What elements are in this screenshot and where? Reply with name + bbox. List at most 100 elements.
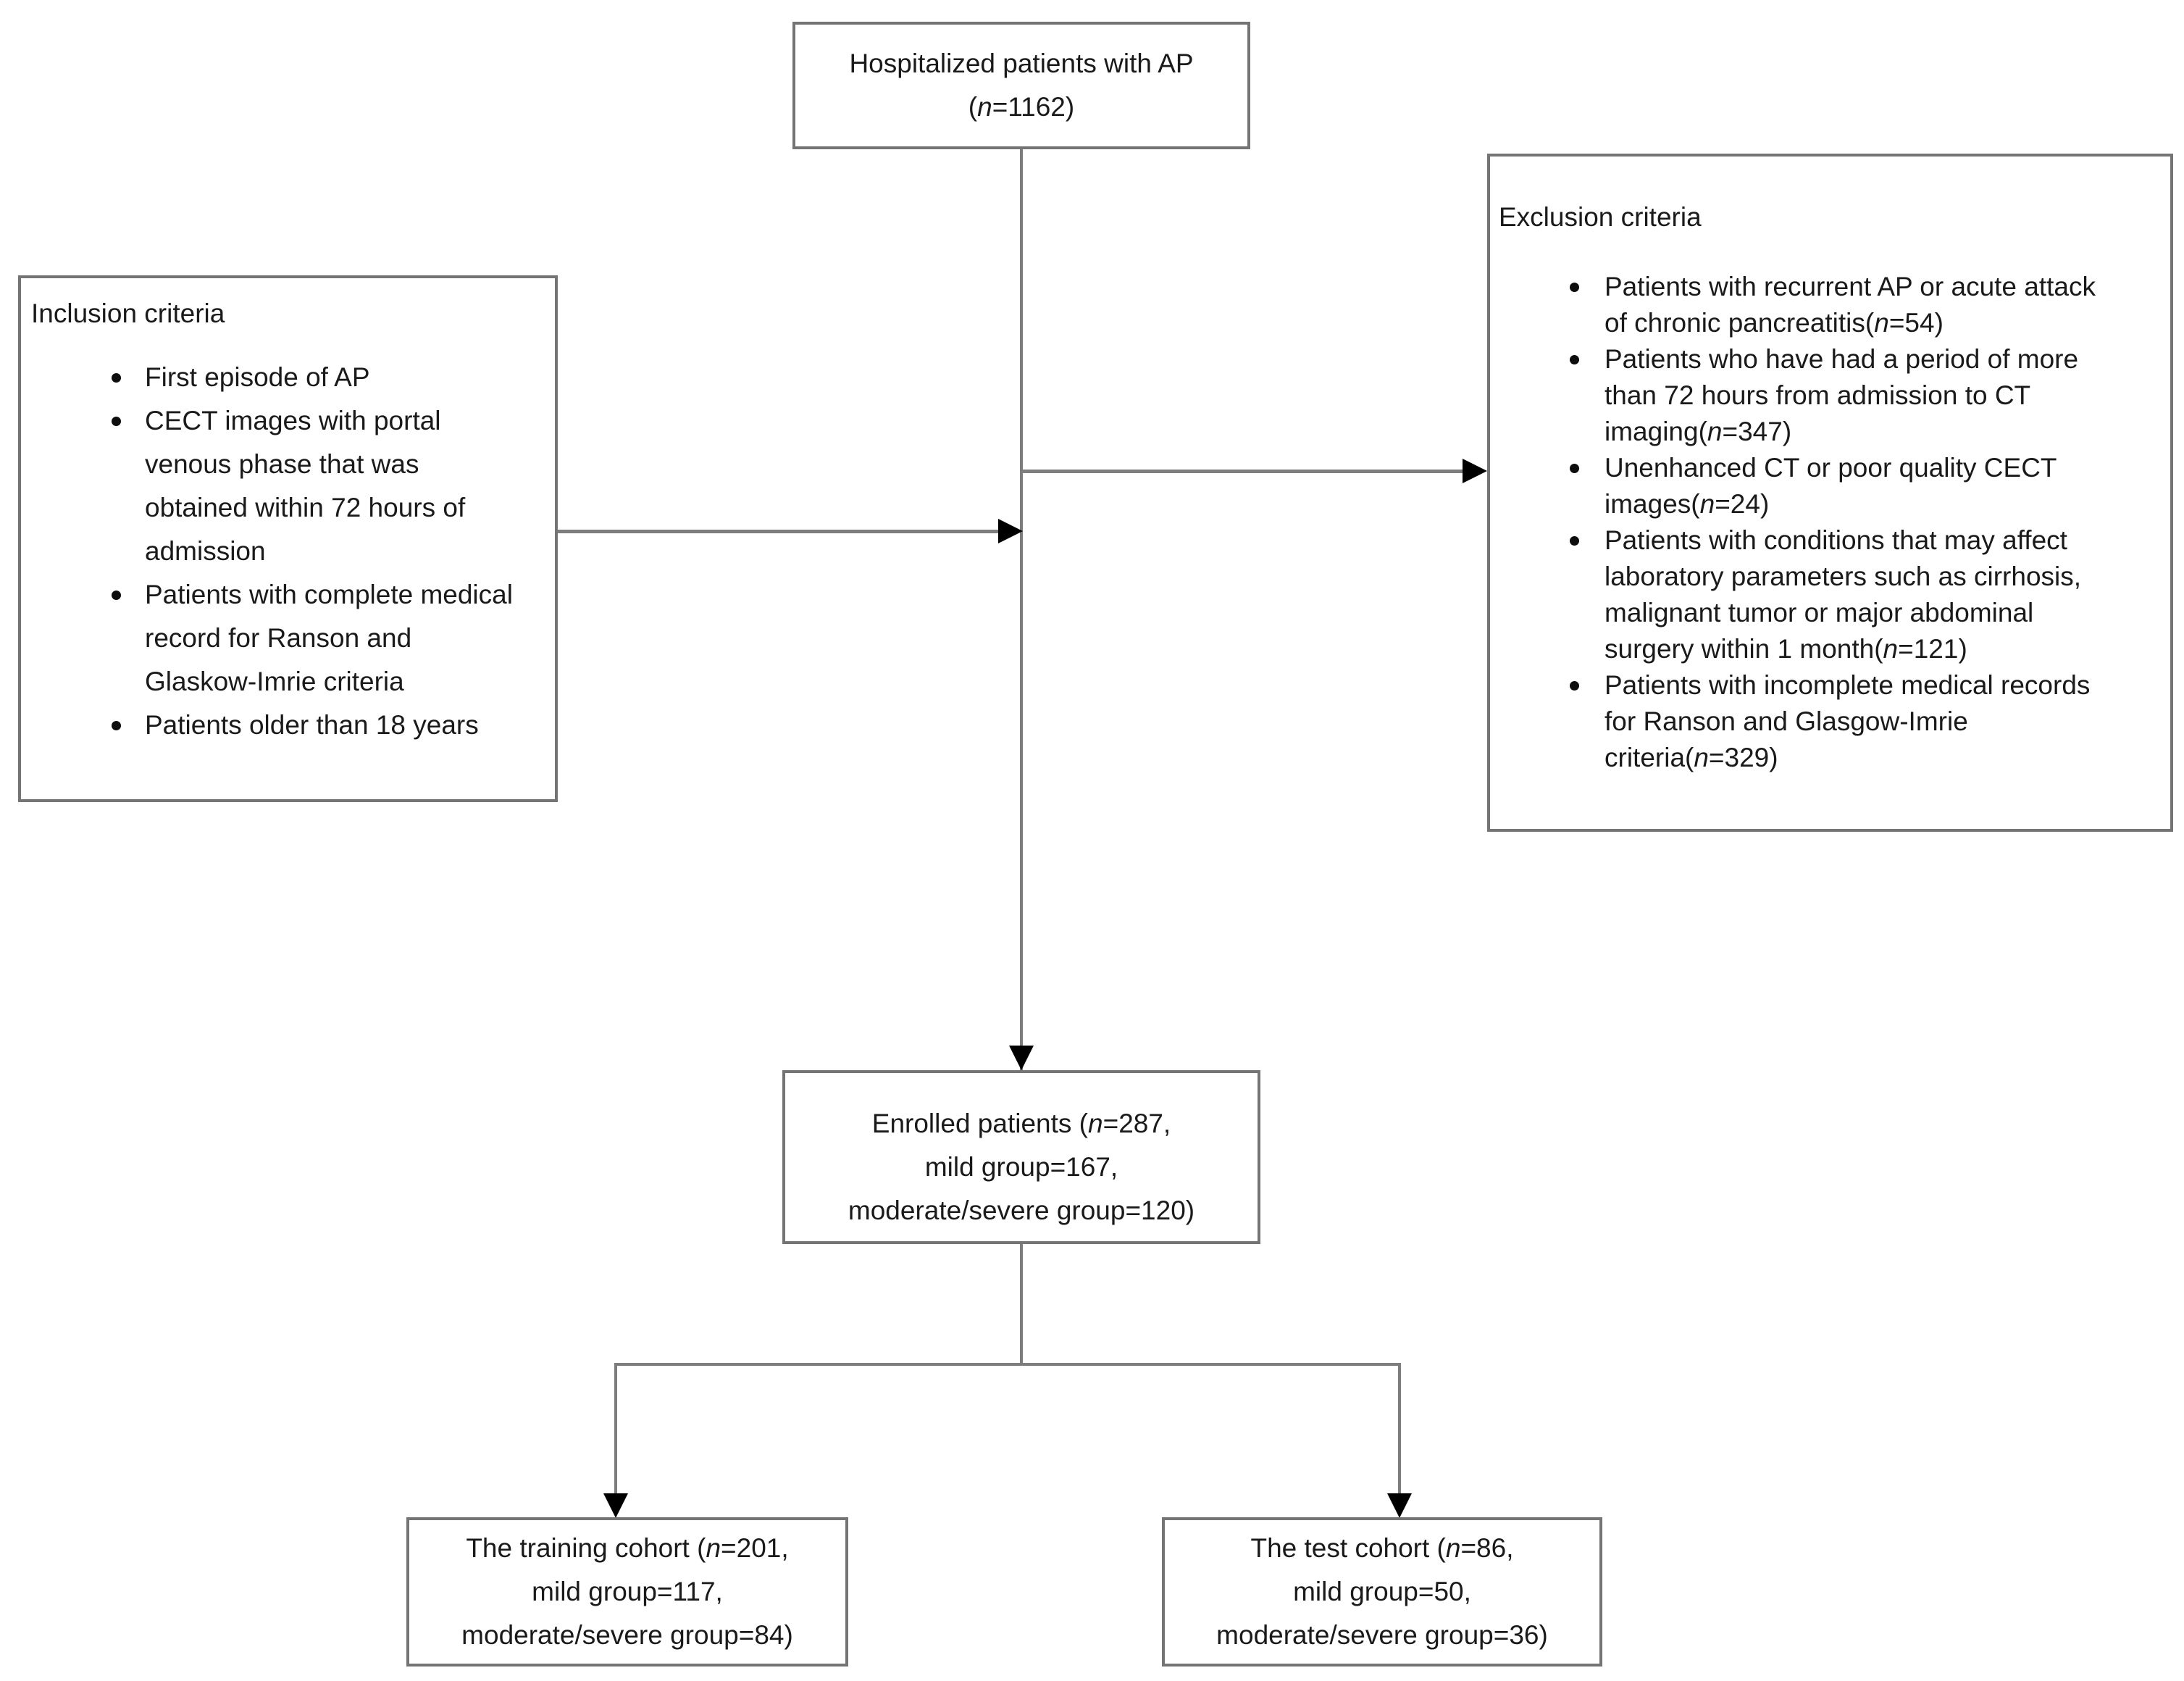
text-run: Patients with incomplete medical records [1604,670,2091,700]
connector-exclusion-arrow [1023,470,1463,473]
text-run: =54) [1888,308,1944,338]
inclusion-title: Inclusion criteria [31,299,225,328]
arrowhead-down-icon [1009,1046,1034,1070]
text-run: laboratory parameters such as cirrhosis, [1604,562,2082,591]
text-run: =1162) [992,92,1075,122]
text-run: Glaskow-Imrie criteria [145,667,404,696]
text-run: First episode of AP [145,362,370,392]
text-run: =347) [1722,417,1792,446]
list-item-text: Patients with incomplete medical records… [1604,667,2170,776]
list-item-text: Patients older than 18 years [145,704,555,747]
arrowhead-down-icon [603,1493,628,1518]
italic-n: n [1445,1533,1461,1563]
text-run: surgery within 1 month( [1604,634,1883,664]
bullet-icon [112,417,121,426]
list-item-text: Patients with conditions that may affect… [1604,522,2170,667]
italic-n: n [1088,1109,1103,1138]
text-run: than 72 hours from admission to CT [1604,380,2031,410]
text-run: admission [145,536,266,566]
exclusion-title: Exclusion criteria [1499,202,1702,232]
text-run: =201, [721,1533,789,1563]
list-item: Patients with recurrent AP or acute atta… [1570,269,2170,341]
italic-n: n [1707,417,1723,446]
arrowhead-right-icon [1463,459,1487,483]
text-run: Unenhanced CT or poor quality CECT [1604,453,2057,483]
text-run: =86, [1460,1533,1514,1563]
connector-enrolled-to-split [1020,1244,1023,1364]
list-item: First episode of AP [112,356,555,399]
text-run: mild group=50, [1293,1577,1471,1606]
text-run: Patients with complete medical [145,580,513,609]
text-run: criteria( [1604,743,1694,772]
connector-top-to-enrolled [1020,149,1023,1070]
text-run: Patients who have had a period of more [1604,344,2079,374]
italic-n: n [1699,489,1715,519]
list-item: Patients with complete medical record for… [112,573,555,704]
list-item-text: CECT images with portal venous phase that… [145,399,555,573]
text-run: mild group=167, [924,1152,1118,1182]
exclusion-list: Patients with recurrent AP or acute atta… [1570,269,2170,776]
bullet-icon [1570,464,1579,473]
list-item: CECT images with portal venous phase that… [112,399,555,573]
text-run: venous phase that was [145,449,419,479]
bullet-icon [112,591,121,600]
bullet-icon [1570,283,1579,292]
italic-n: n [1883,634,1899,664]
list-item-text: Patients with complete medical record for… [145,573,555,704]
list-item-text: Patients with recurrent AP or acute atta… [1604,269,2170,341]
bullet-icon [112,373,121,383]
text-run: Enrolled patients ( [871,1109,1089,1138]
enrolled-patients-text: Enrolled patients (n=287, mild group=167,… [848,1102,1194,1232]
italic-n: n [1874,308,1889,338]
text-run: =121) [1898,634,1967,664]
connector-split-to-training [614,1363,617,1493]
enrolled-patients-box: Enrolled patients (n=287, mild group=167,… [782,1070,1260,1244]
text-run: ( [968,92,978,122]
test-cohort-box: The test cohort (n=86, mild group=50, mode… [1162,1517,1602,1667]
text-run: moderate/severe group=120) [848,1196,1195,1225]
text-run: record for Ranson and [145,623,412,653]
text-run: Hospitalized patients with AP [849,49,1194,78]
connector-split-horizontal [614,1363,1401,1366]
italic-n: n [1694,743,1709,772]
test-cohort-text: The test cohort (n=86, mild group=50, mode… [1216,1527,1548,1657]
training-cohort-box: The training cohort (n=201,mild group=11… [406,1517,848,1667]
inclusion-list: First episode of AP CECT images with por… [112,356,555,747]
arrowhead-right-icon [998,519,1023,543]
hospitalized-patients-text: Hospitalized patients with AP (n=1162) [849,42,1193,129]
exclusion-criteria-box: Exclusion criteria Patients with recurre… [1487,154,2173,832]
text-run: mild group=117, [532,1577,723,1606]
bullet-icon [1570,355,1579,364]
text-run: =287, [1103,1109,1171,1138]
text-run: malignant tumor or major abdominal [1604,598,2034,627]
bullet-icon [1570,681,1579,691]
list-item: Patients who have had a period of more th… [1570,341,2170,450]
inclusion-criteria-box: Inclusion criteria First episode of AP C… [18,275,558,802]
text-run: imaging( [1604,417,1707,446]
text-run: for Ranson and Glasgow-Imrie [1604,706,1968,736]
list-item: Patients with incomplete medical records… [1570,667,2170,776]
text-run: CECT images with portal [145,406,441,435]
text-run: =24) [1715,489,1770,519]
hospitalized-patients-box: Hospitalized patients with AP (n=1162) [792,22,1250,149]
training-cohort-text: The training cohort (n=201,mild group=11… [461,1527,793,1657]
text-run: Patients older than 18 years [145,710,479,740]
list-item-text: Patients who have had a period of more th… [1604,341,2170,450]
text-run: moderate/severe group=36) [1216,1620,1548,1650]
text-run: moderate/severe group=84) [461,1620,793,1650]
arrowhead-down-icon [1387,1493,1412,1518]
list-item: Patients older than 18 years [112,704,555,747]
text-run: Patients with conditions that may affect [1604,525,2067,555]
bullet-icon [112,721,121,730]
list-item-text: First episode of AP [145,356,555,399]
text-run: =329) [1708,743,1778,772]
text-run: Patients with recurrent AP or acute atta… [1604,272,2096,301]
connector-inclusion-arrow [558,530,998,533]
text-run: The test cohort ( [1250,1533,1446,1563]
text-run: obtained within 72 hours of [145,493,466,522]
italic-n: n [977,92,992,122]
connector-split-to-test [1398,1363,1401,1493]
